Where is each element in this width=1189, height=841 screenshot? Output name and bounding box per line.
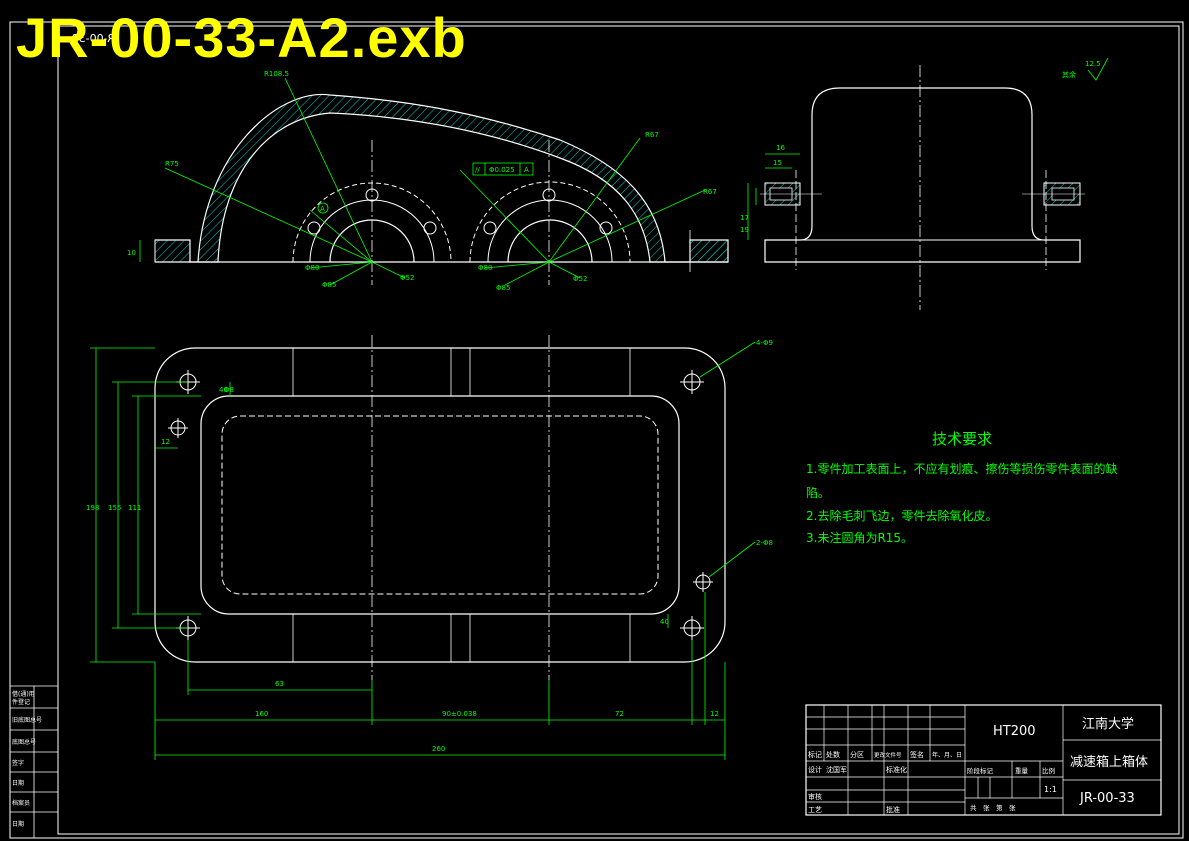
dim-r67-a: R67 (645, 131, 659, 139)
tb-change-doc: 更改文件号 (874, 751, 902, 759)
tb-scale: 1:1 (1044, 785, 1057, 794)
roughness-value: 12.5 (1085, 60, 1101, 68)
dim-63: 63 (275, 680, 284, 688)
dim-111: 111 (128, 504, 141, 512)
title-block: 标记 处数 分区 更改文件号 签名 年、月、日 设计 沈国军 标准化 审核 工艺… (805, 704, 1162, 816)
tb-zone: 分区 (850, 750, 864, 759)
roughness-note: 其余 (1062, 70, 1076, 79)
left-strip (10, 685, 58, 838)
left-strip-label-6: 档案员 (12, 799, 30, 807)
dim-2-phi8: 2-Φ8 (756, 539, 773, 547)
dim-r75: R75 (165, 160, 179, 168)
dim-phi85-right: Φ85 (496, 284, 510, 292)
tb-designer: 沈国军 (826, 765, 847, 774)
left-strip-label-3: 底图总号 (12, 738, 36, 746)
tb-material: HT200 (993, 724, 1036, 739)
tolerance-datum: A (524, 166, 529, 174)
left-strip-label-1: 件登记 (12, 698, 30, 706)
dim-198: 198 (86, 504, 99, 512)
dim-260: 260 (432, 745, 445, 753)
tb-process: 工艺 (808, 806, 822, 814)
dim-phi80-left: Φ80 (305, 264, 319, 272)
dim-40-top: 40 (219, 386, 228, 394)
dim-15: 15 (773, 159, 782, 167)
left-strip-label-2: 旧底图总号 (12, 716, 42, 724)
tech-req-item-1: 1.零件加工表面上，不应有划痕、擦伤等损伤零件表面的缺 (806, 462, 1118, 476)
tech-req-item-3: 3.未注圆角为R15。 (806, 531, 914, 545)
dim-phi80-right: Φ80 (478, 264, 492, 272)
tb-scale-label: 比例 (1042, 766, 1055, 775)
left-strip-label-4: 签字 (12, 759, 24, 767)
tech-req-title: 技术要求 (932, 430, 993, 448)
tb-review: 审核 (808, 792, 822, 801)
dim-72: 72 (615, 710, 624, 718)
datum-a-label: A (320, 205, 325, 213)
tb-drawing-no: JR-00-33 (1079, 791, 1135, 806)
dim-40-bottom: 40 (660, 618, 669, 626)
dim-phi52-left: Φ52 (400, 274, 414, 282)
tb-mark: 标记 (808, 750, 822, 759)
tb-stage-label: 阶段标记 (967, 766, 994, 775)
dim-phi8: Φ8 (224, 386, 234, 394)
dim-r108-5: R108.5 (264, 70, 289, 78)
front-view: // Φ0.025 A A R108.5 R75 R67 R67 10 Φ80 … (127, 70, 729, 292)
dim-phi85-left: Φ85 (322, 281, 336, 289)
tb-approve: 批准 (886, 805, 900, 814)
mirrored-drawing-number: JR-00-33 (72, 32, 119, 45)
dim-17: 17 (740, 214, 749, 222)
dim-16: 16 (776, 144, 785, 152)
tolerance-value: Φ0.025 (489, 166, 515, 174)
inner-border (57, 25, 1180, 835)
side-view: 16 15 17 19 12.5 其余 (740, 57, 1109, 310)
dim-90-tol: 90±0.038 (442, 710, 477, 718)
tech-req-item-1-cont: 陷。 (806, 486, 831, 500)
tb-signature: 签名 (910, 750, 924, 759)
tb-school: 江南大学 (1082, 716, 1134, 732)
dim-19: 19 (740, 226, 749, 234)
tb-designer-label: 设计 (808, 765, 822, 774)
dim-r67-b: R67 (703, 188, 717, 196)
plan-view: 4-Φ9 2-Φ8 Φ8 12 198 155 111 63 160 90±0.… (86, 335, 773, 760)
outer-border (9, 21, 1184, 839)
file-title-overlay: JR-00-33-A2.exb (16, 6, 467, 69)
left-strip-label-0: 借(通)用 (12, 690, 35, 698)
tb-count: 处数 (826, 750, 840, 759)
dim-12-bottom: 12 (710, 710, 719, 718)
tb-date: 年、月、日 (932, 751, 962, 759)
tb-standardization: 标准化 (886, 765, 907, 774)
tb-sheet-info: 共 张 第 张 (970, 803, 1016, 812)
dim-160: 160 (255, 710, 268, 718)
dim-phi52-right: Φ52 (573, 275, 587, 283)
tech-req-item-2: 2.去除毛刺飞边，零件去除氧化皮。 (806, 509, 998, 523)
tb-weight-label: 重量 (1015, 767, 1029, 775)
dim-12-top: 12 (161, 438, 170, 446)
left-strip-label-7: 日期 (12, 820, 24, 828)
left-strip-label-5: 日期 (12, 779, 24, 787)
dim-155: 155 (108, 504, 121, 512)
dim-4-phi9: 4-Φ9 (756, 339, 773, 347)
tb-part-name: 减速箱上箱体 (1070, 754, 1148, 770)
tolerance-symbol: // (475, 166, 480, 174)
dim-10: 10 (127, 249, 136, 257)
